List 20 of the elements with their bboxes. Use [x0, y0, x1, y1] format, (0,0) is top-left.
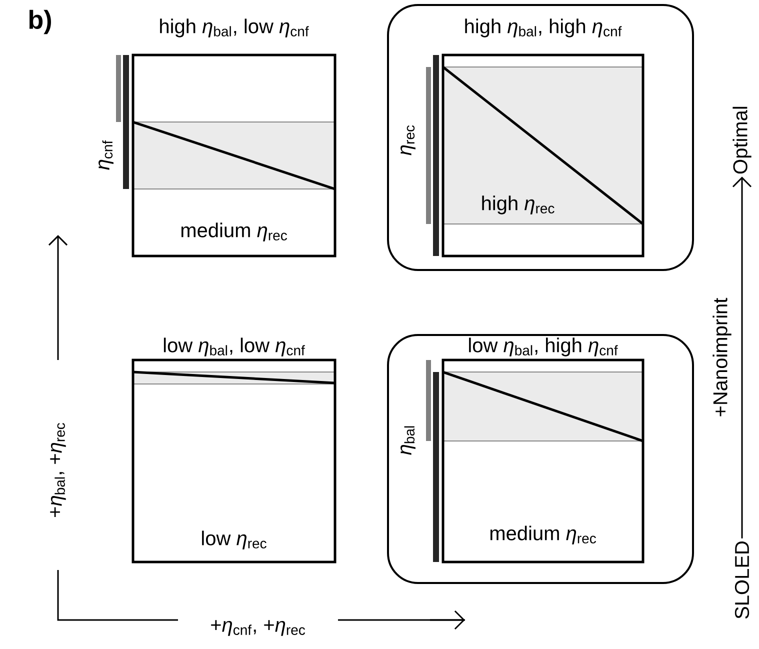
axis-label: +η$_{cnf}$, +η$_{rec}$ — [207, 617, 309, 639]
arrow — [732, 176, 752, 538]
panel-label: low η$_{rec}$ — [202, 530, 266, 550]
panel-heading: low η$_{bal}$, low η$_{cnf}$ — [164, 338, 305, 356]
rounded-frame — [387, 334, 694, 584]
panel-label: medium η$_{rec}$ — [490, 526, 596, 544]
axis-label: +η$_{bal}$, +η$_{rec}$ — [47, 419, 69, 521]
panel-heading: low η$_{bal}$, high η$_{cnf}$ — [469, 338, 618, 356]
panel-label: high η$_{rec}$ — [482, 196, 554, 214]
stage-label: SLOLED — [734, 542, 750, 619]
rounded-frame — [387, 4, 694, 271]
panel-heading: high η$_{bal}$, low η$_{cnf}$ — [160, 18, 309, 38]
stage-label: Optimal — [732, 106, 752, 174]
panel-heading: high η$_{bal}$, high η$_{cnf}$ — [465, 18, 622, 38]
bar-label: η$_{cnf}$ — [98, 140, 114, 170]
panel-label: medium η$_{rec}$ — [181, 222, 287, 242]
edge-label: +Nanoimprint — [712, 296, 732, 418]
bar-label: η$_{bal}$ — [400, 426, 416, 455]
bar-label: η$_{rec}$ — [400, 125, 416, 156]
b-label: b) — [24, 6, 56, 38]
